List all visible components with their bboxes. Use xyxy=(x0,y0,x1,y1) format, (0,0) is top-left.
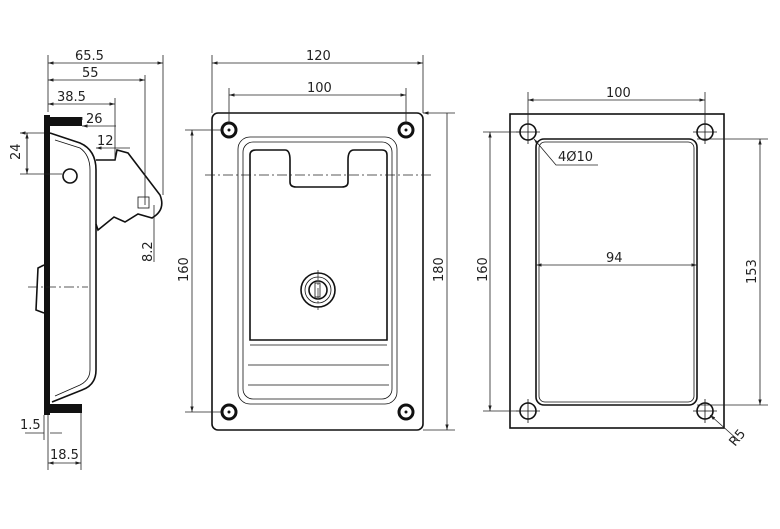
recess xyxy=(237,136,398,405)
dim-180: 180 xyxy=(432,257,447,282)
cutout-view-dimensions: 100 160 153 94 4Ø10 R5 xyxy=(476,86,768,450)
side-view xyxy=(28,115,163,415)
dim-26: 26 xyxy=(86,112,103,127)
pivot-pin xyxy=(62,168,78,184)
panel-cutout xyxy=(535,138,698,406)
dim-cutout-160: 160 xyxy=(476,257,491,282)
handle xyxy=(249,149,388,341)
dim-55: 55 xyxy=(82,66,99,81)
cutout-holes xyxy=(519,123,714,420)
dim-94: 94 xyxy=(606,251,623,266)
front-plate xyxy=(211,112,424,431)
bottom-flange xyxy=(50,404,82,413)
panel-outline xyxy=(509,113,725,429)
key-slot xyxy=(314,282,321,298)
dim-12: 12 xyxy=(97,134,114,149)
dim-1-5: 1.5 xyxy=(20,418,41,433)
dim-24: 24 xyxy=(9,143,24,160)
dim-153: 153 xyxy=(745,259,760,284)
side-view-dimensions: 65.5 55 38.5 26 12 24 8.2 1.5 18.5 xyxy=(9,49,164,470)
dim-18-5: 18.5 xyxy=(50,448,79,463)
dim-65-5: 65.5 xyxy=(75,49,104,64)
mounting-plate xyxy=(44,115,50,415)
latch-square xyxy=(137,196,150,209)
front-view-dimensions: 120 100 180 160 xyxy=(177,49,455,430)
dim-100: 100 xyxy=(307,81,332,96)
dim-120: 120 xyxy=(306,49,331,64)
dim-8-2: 8.2 xyxy=(141,241,156,262)
cutout-view xyxy=(509,113,725,429)
dim-160: 160 xyxy=(177,257,192,282)
dim-38-5: 38.5 xyxy=(57,90,86,105)
dim-cutout-100: 100 xyxy=(606,86,631,101)
front-view xyxy=(205,112,432,431)
hole-callout: 4Ø10 xyxy=(558,150,593,165)
radius-callout: R5 xyxy=(727,427,750,450)
top-flange xyxy=(50,117,82,126)
